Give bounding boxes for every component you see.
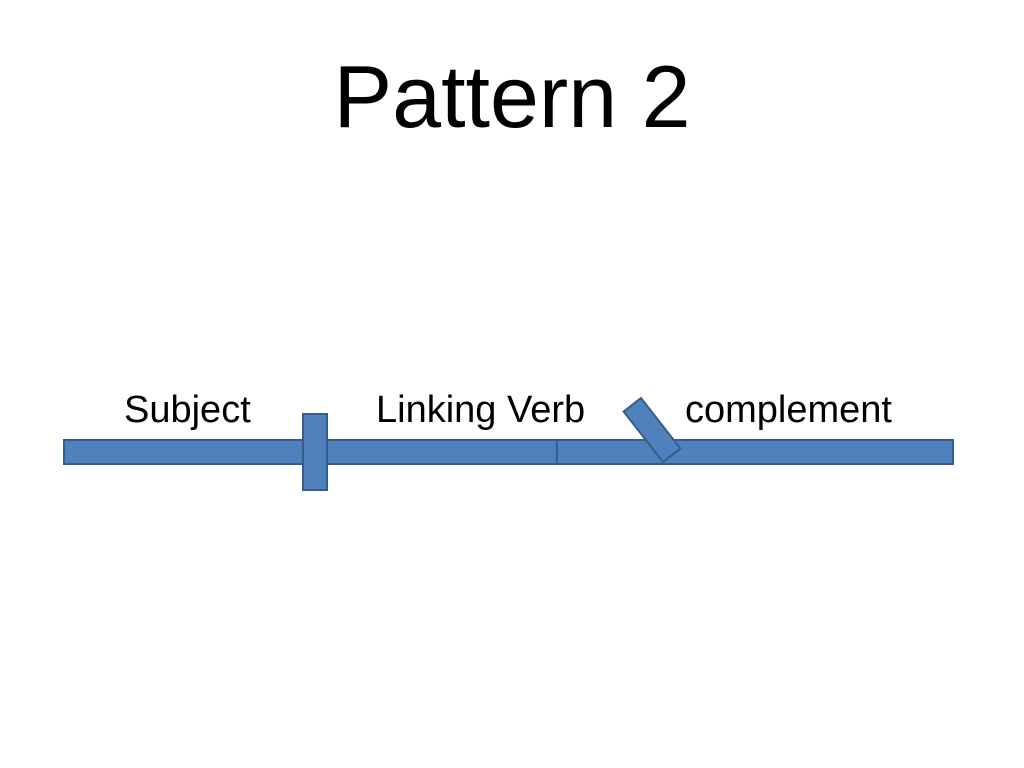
- complement-slanted-divider: [622, 396, 682, 464]
- subject-label: Subject: [124, 389, 251, 431]
- baseline-bar: [63, 439, 954, 465]
- linking-verb-label: Linking Verb: [376, 389, 586, 431]
- subject-predicate-divider: [302, 413, 328, 491]
- slide-title: Pattern 2: [333, 47, 691, 146]
- complement-label: complement: [685, 389, 892, 431]
